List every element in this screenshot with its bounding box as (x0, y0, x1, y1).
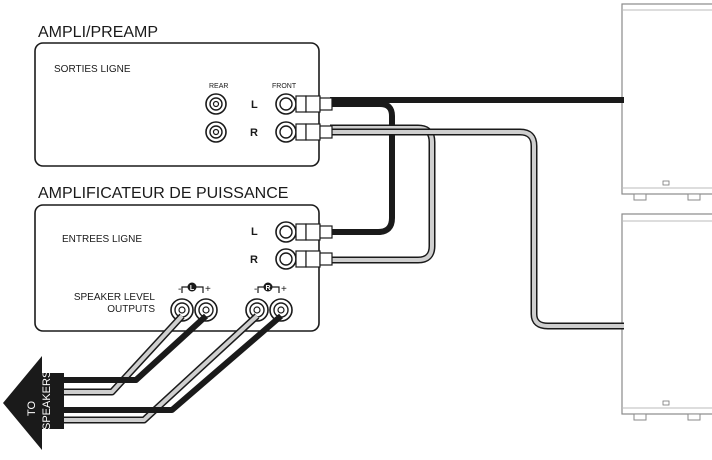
cable-preamp-left (330, 97, 624, 235)
channel-left-badge: L (190, 285, 195, 292)
rear-label: REAR (209, 83, 228, 90)
subwoofer-top (621, 3, 712, 201)
input-left-jack (275, 221, 297, 243)
rear-right-jack (205, 121, 227, 143)
front-label: FRONT (272, 83, 297, 90)
rca-plugs (295, 95, 333, 268)
front-left-jack (275, 93, 297, 115)
preamp-unit: AMPLI/PREAMP SORTIES LIGNE REAR FRONT L … (34, 24, 320, 167)
preamp-right-label: R (250, 127, 258, 139)
rear-left-jack (205, 93, 227, 115)
channel-left-badge-dot (187, 282, 197, 292)
cable-preamp-right (330, 124, 624, 330)
power-amp-title: AMPLIFICATEUR DE PUISSANCE (38, 185, 288, 202)
speaker-outputs-line2: OUTPUTS (107, 304, 155, 315)
right-plus: + (281, 284, 287, 295)
subwoofer-bottom (621, 213, 712, 421)
power-amp-right-label: R (250, 254, 258, 266)
left-plus: + (205, 284, 211, 295)
speaker-terminal-right-plus (269, 298, 293, 322)
input-right-jack (275, 248, 297, 270)
preamp-section-label: SORTIES LIGNE (54, 64, 131, 75)
speaker-outputs-line1: SPEAKER LEVEL (74, 292, 156, 303)
speaker-terminal-left-plus (194, 298, 218, 322)
speaker-cables (62, 313, 283, 424)
power-amp-left-label: L (251, 226, 258, 238)
front-right-jack (275, 121, 297, 143)
power-amp-section-label: ENTREES LIGNE (62, 234, 142, 245)
preamp-left-label: L (251, 99, 258, 111)
to-speakers-line1: TO (26, 400, 38, 416)
left-minus: - (178, 284, 181, 295)
power-amp-unit: AMPLIFICATEUR DE PUISSANCE ENTREES LIGNE… (34, 185, 320, 332)
to-speakers-line2: SPEAKERS (41, 371, 53, 430)
channel-right-badge-dot (263, 282, 273, 292)
right-minus: - (254, 284, 257, 295)
to-speakers-arrow: TO SPEAKERS (3, 356, 64, 450)
speaker-terminal-right-minus (245, 298, 269, 322)
channel-right-badge: R (265, 285, 270, 292)
preamp-title: AMPLI/PREAMP (38, 24, 158, 41)
